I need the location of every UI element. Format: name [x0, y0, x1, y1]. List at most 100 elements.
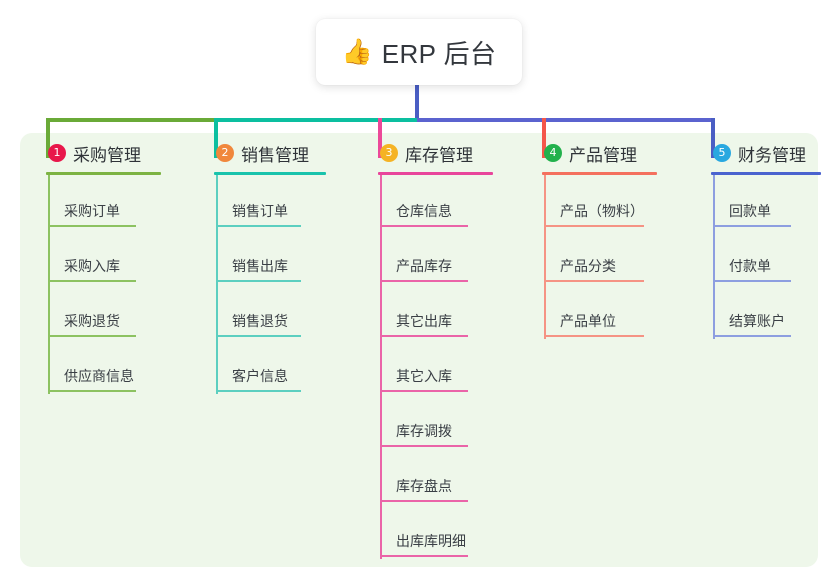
branch-item-rule	[380, 335, 468, 337]
branch-item-rule	[48, 335, 136, 337]
branch-column-2[interactable]: 2 销售管理销售订单销售出库销售退货客户信息	[200, 140, 350, 395]
branch-item[interactable]: 采购订单	[32, 175, 182, 230]
branch-item[interactable]: 回款单	[697, 175, 832, 230]
bus-segment-teal	[216, 118, 417, 122]
branch-header-rule	[542, 172, 657, 175]
branch-item[interactable]: 供应商信息	[32, 340, 182, 395]
branch-item-label: 产品（物料）	[560, 203, 644, 219]
root-node-erp-backend[interactable]: 👍 ERP 后台	[316, 19, 522, 85]
branch-item-rule	[713, 225, 791, 227]
branch-item-rule	[216, 280, 301, 282]
branch-item[interactable]: 产品（物料）	[528, 175, 678, 230]
branch-item-rule	[216, 335, 301, 337]
branch-trunk-line	[380, 175, 382, 559]
branch-item[interactable]: 库存盘点	[364, 450, 514, 505]
branch-item[interactable]: 采购退货	[32, 285, 182, 340]
branch-item[interactable]: 销售出库	[200, 230, 350, 285]
branch-drop-3	[378, 118, 382, 158]
branch-item-label: 出库库明细	[396, 533, 466, 549]
root-node-label: ERP 后台	[381, 38, 497, 69]
branch-item-label: 采购订单	[64, 203, 120, 219]
branch-column-4[interactable]: 4 产品管理产品（物料） 产品分类产品单位	[528, 140, 678, 340]
branch-header-4[interactable]: 4 产品管理	[528, 140, 678, 166]
branch-item[interactable]: 仓库信息	[364, 175, 514, 230]
branch-item-rule	[544, 335, 644, 337]
branch-item[interactable]: 产品单位	[528, 285, 678, 340]
branch-item-label: 产品分类	[560, 258, 616, 274]
branch-items-2: 销售订单销售出库销售退货客户信息	[200, 175, 350, 395]
branch-item-label: 供应商信息	[64, 368, 134, 384]
branch-item-rule	[48, 225, 136, 227]
branch-item-rule	[380, 280, 468, 282]
branch-header-5[interactable]: 5 财务管理	[697, 140, 832, 166]
branch-header-rule	[711, 172, 821, 175]
branch-trunk-line	[48, 175, 50, 394]
branch-header-rule	[378, 172, 493, 175]
branch-number-badge: 2	[216, 144, 234, 162]
branch-item[interactable]: 客户信息	[200, 340, 350, 395]
branch-column-3[interactable]: 3 库存管理仓库信息产品库存其它出库其它入库库存调拨库存盘点出库库明细	[364, 140, 514, 560]
branch-title-label: 库存管理	[405, 145, 473, 165]
branch-item-rule	[216, 390, 301, 392]
branch-item[interactable]: 其它入库	[364, 340, 514, 395]
branch-items-4: 产品（物料） 产品分类产品单位	[528, 175, 678, 340]
branch-item-label: 销售退货	[232, 313, 288, 329]
branch-item-rule	[544, 225, 644, 227]
branch-item[interactable]: 销售订单	[200, 175, 350, 230]
branch-header-3[interactable]: 3 库存管理	[364, 140, 514, 166]
branch-item-rule	[216, 225, 301, 227]
branch-item-rule	[380, 555, 468, 557]
thumbs-up-icon: 👍	[341, 37, 373, 66]
branch-item-rule	[380, 390, 468, 392]
branch-column-5[interactable]: 5 财务管理回款单付款单结算账户	[697, 140, 832, 340]
branch-item[interactable]: 销售退货	[200, 285, 350, 340]
branch-item[interactable]: 结算账户	[697, 285, 832, 340]
branch-number-badge: 4	[544, 144, 562, 162]
branch-number-badge: 5	[713, 144, 731, 162]
branch-item[interactable]: 出库库明细	[364, 505, 514, 560]
branch-item-label: 仓库信息	[396, 203, 452, 219]
branch-trunk-line	[544, 175, 546, 339]
branch-item[interactable]: 付款单	[697, 230, 832, 285]
branch-item-label: 采购退货	[64, 313, 120, 329]
branch-item-rule	[380, 445, 468, 447]
branch-item-rule	[544, 280, 644, 282]
branch-item-rule	[713, 335, 791, 337]
branch-item-rule	[713, 280, 791, 282]
branch-item-label: 付款单	[729, 258, 771, 274]
branch-drop-2	[214, 118, 218, 158]
branch-trunk-line	[216, 175, 218, 394]
branch-drop-1	[46, 118, 50, 158]
branch-title-label: 产品管理	[569, 145, 637, 165]
branch-item[interactable]: 库存调拨	[364, 395, 514, 450]
branch-drop-5	[711, 118, 715, 158]
branch-number-badge: 3	[380, 144, 398, 162]
branch-header-2[interactable]: 2 销售管理	[200, 140, 350, 166]
branch-item-label: 产品单位	[560, 313, 616, 329]
branch-item-rule	[48, 390, 136, 392]
branch-item-label: 库存调拨	[396, 423, 452, 439]
bus-segment-blue	[417, 118, 715, 122]
diagram-background-panel	[20, 133, 818, 567]
branch-item[interactable]: 其它出库	[364, 285, 514, 340]
branch-item-label: 回款单	[729, 203, 771, 219]
branch-header-rule	[214, 172, 326, 175]
branch-title-label: 销售管理	[241, 145, 309, 165]
branch-items-5: 回款单付款单结算账户	[697, 175, 832, 340]
branch-drop-4	[542, 118, 546, 158]
branch-title-label: 财务管理	[738, 145, 806, 165]
bus-segment-green	[46, 118, 216, 122]
branch-header-rule	[46, 172, 161, 175]
branch-trunk-line	[713, 175, 715, 339]
branch-item-label: 其它出库	[396, 313, 452, 329]
branch-item[interactable]: 产品分类	[528, 230, 678, 285]
branch-item[interactable]: 采购入库	[32, 230, 182, 285]
branch-item-label: 结算账户	[729, 313, 785, 329]
branch-item-label: 销售订单	[232, 203, 288, 219]
branch-item[interactable]: 产品库存	[364, 230, 514, 285]
branch-item-rule	[48, 280, 136, 282]
root-stem-line	[415, 84, 419, 122]
